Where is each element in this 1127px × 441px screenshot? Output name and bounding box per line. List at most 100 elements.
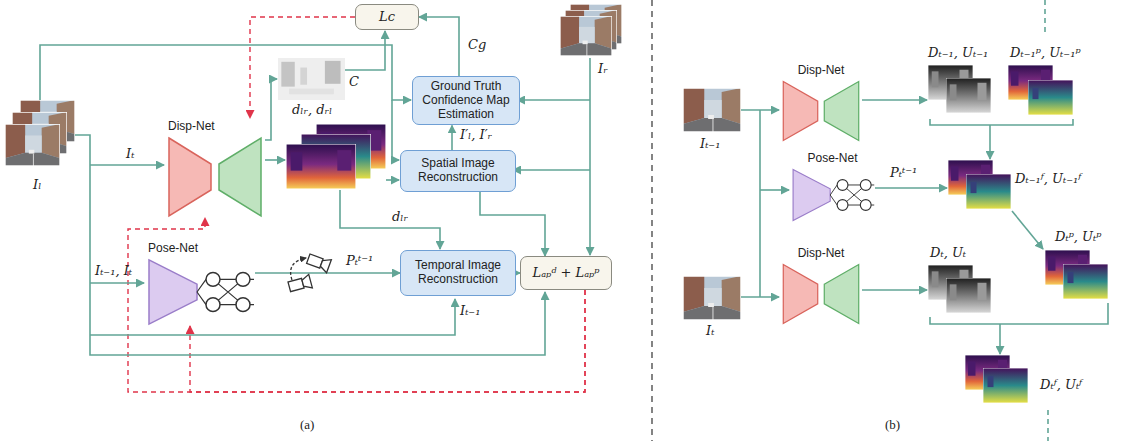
graphic-use [983, 368, 1028, 403]
graphic-use [5, 124, 60, 166]
graphic-path [862, 289, 927, 291]
graphic-use [560, 16, 612, 56]
graphic-path [291, 258, 306, 280]
graphic-path [862, 99, 927, 101]
graphic-path [40, 45, 411, 100]
loss-box: Lₐₚᵈ + Lₐₚᵖ [520, 256, 612, 290]
graphic-path [386, 179, 399, 181]
graphic-use [286, 144, 356, 189]
math-label: dₗᵣ, dᵣₗ [292, 103, 332, 118]
graphic-g [40, 31, 590, 355]
encoder-decoder-symbol [780, 80, 862, 142]
graphic-polygon [301, 274, 312, 290]
edge-label: I′ₗ, I′ᵣ [458, 128, 494, 143]
graphic-path [340, 190, 440, 249]
process-box: Ground Truth Confidence Map Estimation [412, 76, 520, 125]
gradient-flow-arrow [128, 218, 585, 392]
graphic-path [265, 159, 285, 161]
network-block: Disp-Net [165, 118, 265, 218]
node-text: Disp-Net [780, 62, 862, 78]
math-label: C [349, 75, 359, 90]
node-text: Disp-Net [780, 245, 862, 261]
graphic-circle [206, 273, 220, 287]
graphic-path [589, 58, 591, 255]
loss-box: Lc [355, 4, 419, 30]
node-text: Spatial Image Reconstruction [405, 157, 511, 185]
graphic-circle [236, 273, 250, 287]
math-label: Iₜ₋₁ [700, 137, 720, 152]
math-label: Pₜᵗ⁻¹ [890, 166, 917, 181]
graphic-path [517, 99, 590, 101]
graphic-polygon [783, 265, 817, 324]
graphic-use [683, 276, 741, 320]
math-label: Iₗ [33, 178, 41, 193]
math-label: Dₜᵖ, Uₜᵖ [1055, 230, 1101, 245]
subfigure-caption: (b) [885, 418, 900, 433]
graphic-path [930, 119, 1073, 125]
math-label: Dₜ, Uₜ [930, 246, 966, 261]
graphic-polygon [824, 82, 858, 141]
graphic-use [946, 78, 991, 113]
pose-network-symbol [145, 258, 255, 326]
graphic-path [90, 282, 144, 284]
graphic-circle [860, 200, 871, 211]
graphic-g [306, 252, 331, 273]
math-label: Iₜ₋₁, Iₜ [95, 264, 132, 279]
graphic-path [741, 296, 779, 298]
node-text: Pose-Net [790, 150, 875, 166]
graphic-use [683, 88, 741, 132]
graphic-path [759, 110, 761, 297]
graphic-path [875, 187, 947, 189]
network-block: Pose-Net [145, 240, 255, 326]
math-label: Dₜᶠ, Uₜᶠ [1040, 378, 1082, 393]
node-text: Lc [379, 10, 395, 25]
graphic-path [989, 125, 991, 159]
graphic-path [1044, 0, 1046, 32]
graphic-path [75, 135, 545, 355]
edge-label: Cg [466, 38, 488, 53]
graphic-path [930, 303, 1108, 324]
graphic-path [392, 100, 399, 160]
graphic-circle [206, 298, 220, 312]
graphic-circle [837, 200, 848, 211]
graphic-polygon [783, 82, 817, 141]
graphic-path [1047, 410, 1049, 441]
data-flow-arrow [451, 125, 453, 150]
node-text: Lₐₚᵈ + Lₐₚᵖ [533, 266, 600, 281]
graphic-circle [837, 180, 848, 191]
graphic-path [651, 0, 652, 441]
graphic-polygon [149, 260, 197, 324]
encoder-decoder-symbol [780, 263, 862, 325]
graphic-polygon [169, 138, 211, 216]
graphic-polygon [319, 257, 331, 273]
graphic-use [278, 58, 345, 100]
process-box: Spatial Image Reconstruction [400, 150, 516, 192]
graphic-polygon [219, 138, 261, 216]
graphic-polygon [793, 170, 830, 221]
edge-label: Pₜᵗ⁻¹ [344, 254, 375, 269]
node-text: Temporal Image Reconstruction [405, 259, 511, 287]
network-block: Disp-Net [780, 62, 862, 142]
graphic-g [837, 180, 871, 211]
network-block: Pose-Net [790, 150, 875, 222]
math-label: Dₜ₋₁ᵖ, Uₜ₋₁ᵖ [1010, 46, 1081, 61]
math-label: Dₜ₋₁, Uₜ₋₁ [928, 46, 988, 61]
graphic-g [206, 273, 250, 312]
math-label: Dₜ₋₁ᶠ, Uₜ₋₁ᶠ [1015, 172, 1081, 187]
gradient-flow-arrow [250, 17, 355, 118]
node-text: Ground Truth Confidence Map Estimation [417, 80, 515, 121]
graphic-use [966, 174, 1011, 209]
data-flow-arrow [255, 272, 400, 274]
node-text: Pose-Net [145, 240, 255, 256]
graphic-path [999, 324, 1001, 354]
graphic-path [265, 79, 277, 140]
network-block: Disp-Net [780, 245, 862, 325]
graphic-path [760, 189, 789, 191]
gradient-flow-arrow [190, 290, 585, 392]
graphic-path [1012, 211, 1043, 249]
graphic-path [90, 164, 164, 166]
graphic-use [1028, 80, 1073, 115]
graphic-circle [860, 180, 871, 191]
encoder-decoder-symbol [165, 136, 265, 218]
math-label: dₗᵣ [392, 210, 408, 225]
